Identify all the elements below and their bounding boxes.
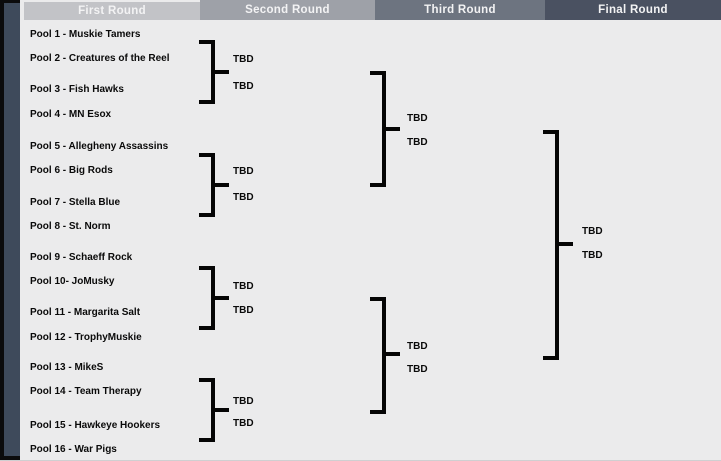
tbd-slot-third-round: TBD bbox=[407, 364, 428, 375]
pool-entry-15: Pool 15 - Hawkeye Hookers bbox=[30, 420, 161, 431]
header-final-round: Final Round bbox=[545, 0, 721, 20]
tbd-slot-second-round: TBD bbox=[233, 281, 254, 292]
pool-entry-5: Pool 5 - Allegheny Assassins bbox=[30, 141, 169, 152]
pool-entry-16: Pool 16 - War Pigs bbox=[30, 444, 117, 455]
bracket-stub bbox=[386, 352, 400, 356]
bracket-connector-pools-9-12 bbox=[199, 266, 215, 330]
bracket-connector-semifinal-bottom bbox=[370, 297, 386, 414]
tbd-slot-final-round: TBD bbox=[582, 250, 603, 261]
tbd-slot-second-round: TBD bbox=[233, 54, 254, 65]
left-sidebar-bar bbox=[4, 3, 20, 456]
header-first-round: First Round bbox=[24, 2, 200, 20]
pool-entry-7: Pool 7 - Stella Blue bbox=[30, 197, 121, 208]
header-second-round: Second Round bbox=[200, 0, 375, 20]
tbd-slot-final-round: TBD bbox=[582, 226, 603, 237]
tbd-slot-second-round: TBD bbox=[233, 166, 254, 177]
bracket-connector-pools-1-4 bbox=[199, 40, 215, 104]
tbd-slot-second-round: TBD bbox=[233, 81, 254, 92]
tbd-slot-third-round: TBD bbox=[407, 113, 428, 124]
tbd-slot-second-round: TBD bbox=[233, 396, 254, 407]
pool-entry-6: Pool 6 - Big Rods bbox=[30, 165, 113, 176]
bracket-stub bbox=[215, 70, 229, 74]
header-third-round: Third Round bbox=[375, 0, 545, 20]
pool-entry-13: Pool 13 - MikeS bbox=[30, 362, 104, 373]
bracket-connector-pools-13-16 bbox=[199, 378, 215, 442]
pool-entry-1: Pool 1 - Muskie Tamers bbox=[30, 29, 141, 40]
tbd-slot-third-round: TBD bbox=[407, 137, 428, 148]
bracket-connector-semifinal-top bbox=[370, 71, 386, 187]
bracket-stub bbox=[215, 183, 229, 187]
bracket-stub bbox=[559, 242, 573, 246]
tbd-slot-second-round: TBD bbox=[233, 305, 254, 316]
bracket-stub bbox=[215, 296, 229, 300]
pool-entry-8: Pool 8 - St. Norm bbox=[30, 221, 111, 232]
pool-entry-11: Pool 11 - Margarita Salt bbox=[30, 307, 141, 318]
bracket-stub bbox=[386, 127, 400, 131]
bracket-connector-final bbox=[543, 130, 559, 360]
pool-entry-4: Pool 4 - MN Esox bbox=[30, 109, 112, 120]
bracket-stub bbox=[215, 408, 229, 412]
pool-entry-9: Pool 9 - Schaeff Rock bbox=[30, 252, 133, 263]
pool-entry-10: Pool 10- JoMusky bbox=[30, 276, 115, 287]
tbd-slot-second-round: TBD bbox=[233, 418, 254, 429]
tbd-slot-third-round: TBD bbox=[407, 341, 428, 352]
pool-entry-3: Pool 3 - Fish Hawks bbox=[30, 84, 124, 95]
pool-entry-12: Pool 12 - TrophyMuskie bbox=[30, 332, 142, 343]
pool-entry-2: Pool 2 - Creatures of the Reel bbox=[30, 53, 170, 64]
tbd-slot-second-round: TBD bbox=[233, 192, 254, 203]
bracket-connector-pools-5-8 bbox=[199, 153, 215, 217]
pool-entry-14: Pool 14 - Team Therapy bbox=[30, 386, 142, 397]
